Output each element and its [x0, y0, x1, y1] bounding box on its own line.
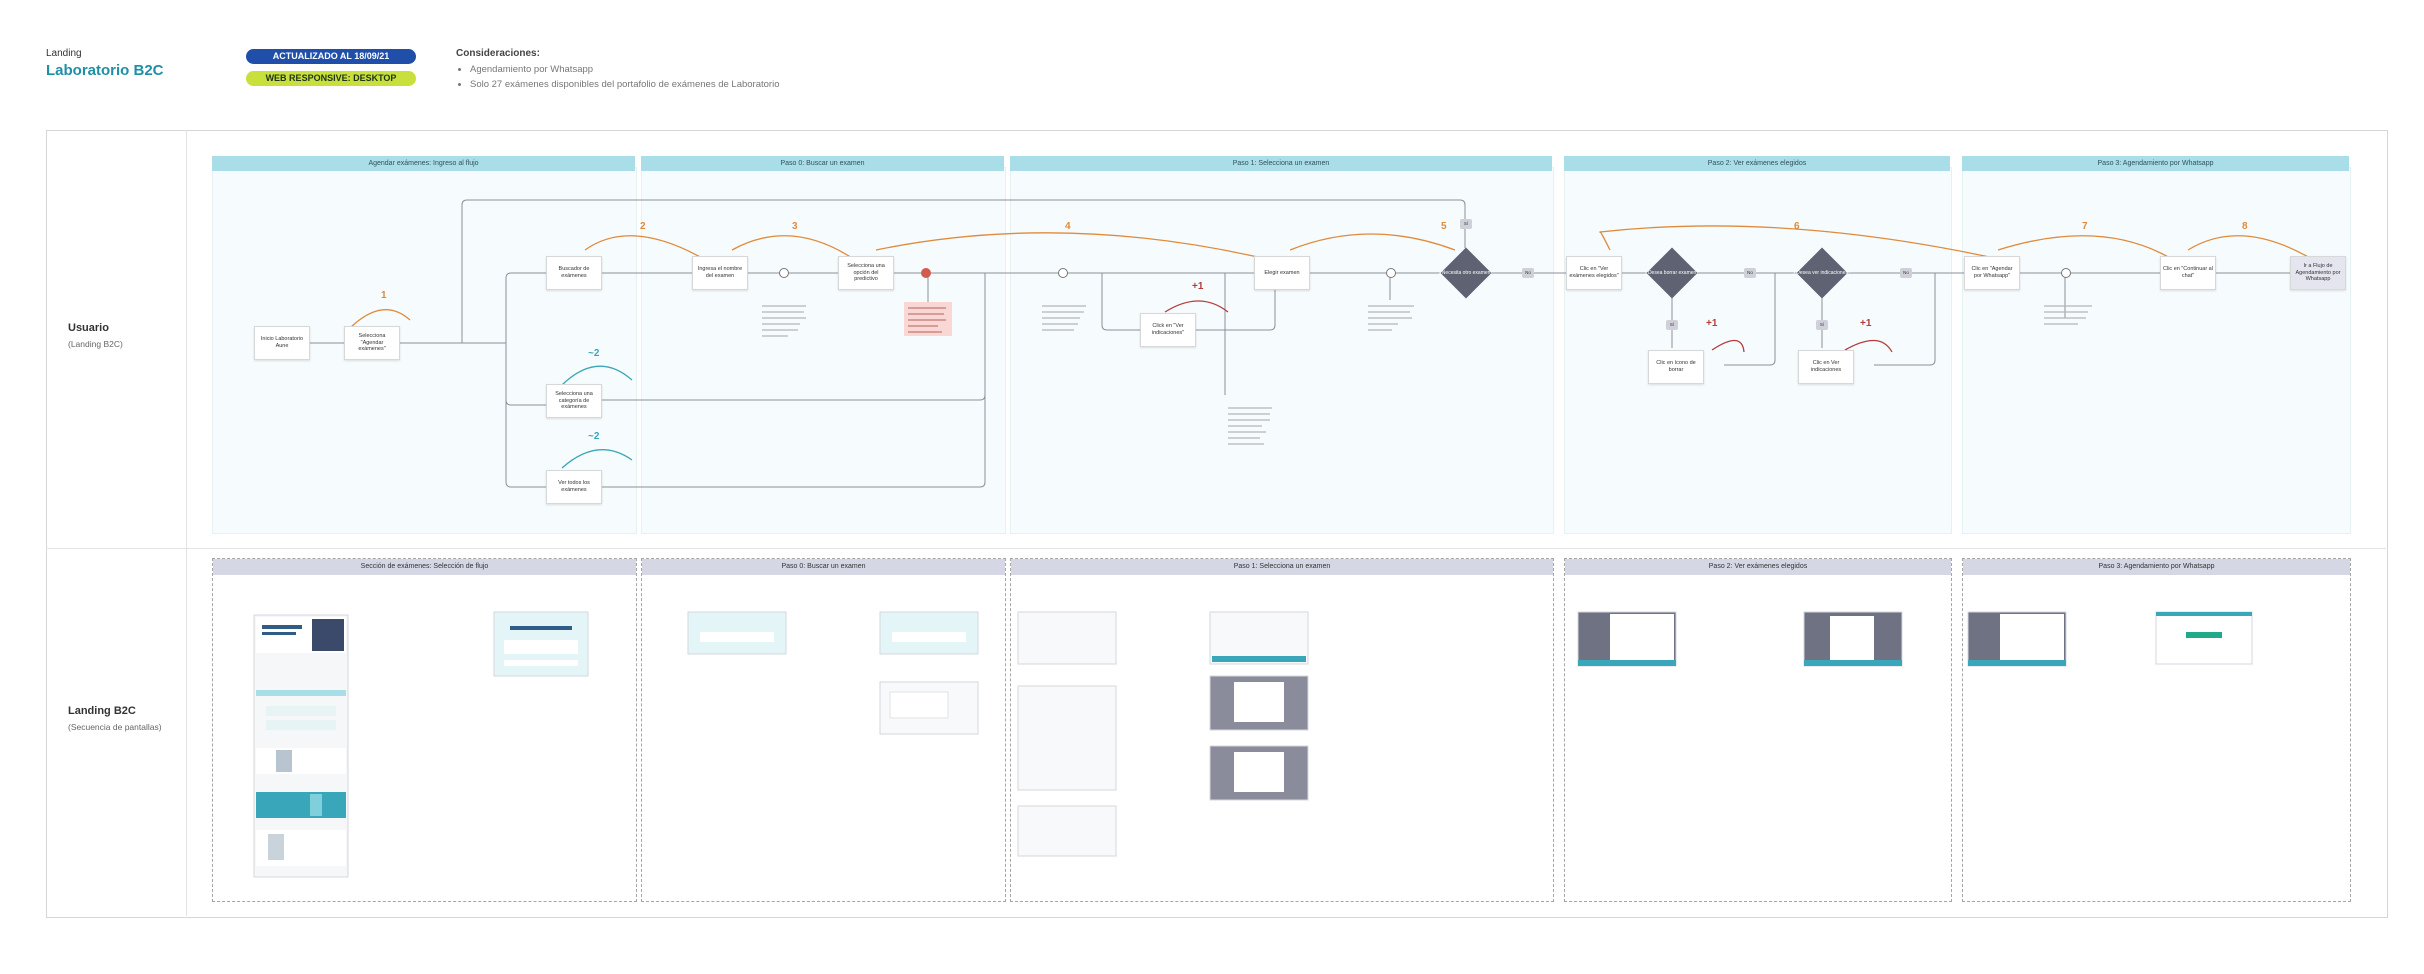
screen-thumbnails — [0, 0, 2424, 974]
